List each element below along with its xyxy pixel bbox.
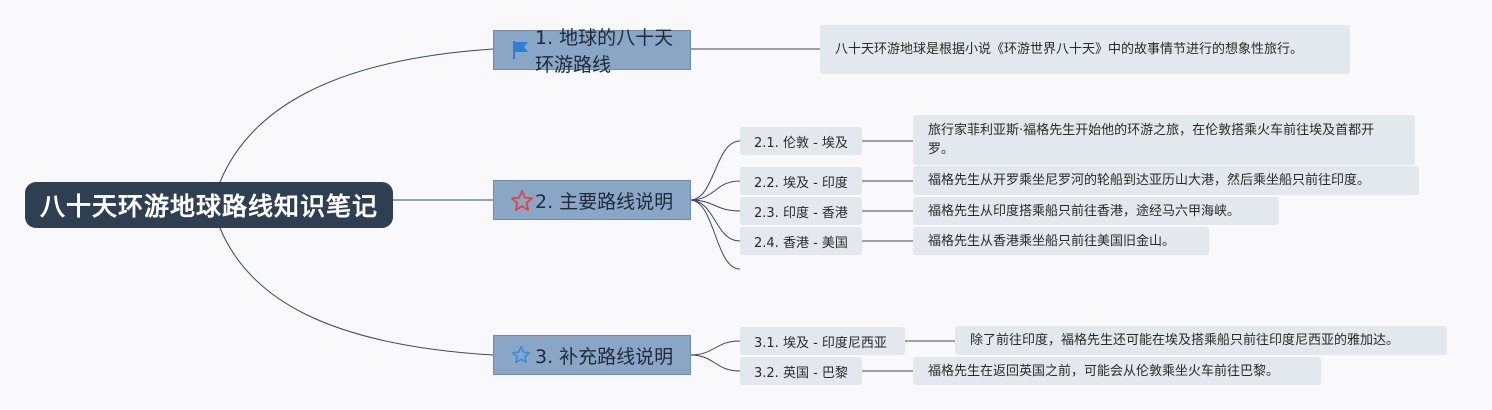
subtopic-2-3-note-text: 福格先生从印度搭乘船只前往香港，途经马六甲海峡。 [928, 203, 1241, 219]
connector-topic2-sub21 [689, 140, 741, 201]
subtopic-2-2-note[interactable]: 福格先生从开罗乘坐尼罗河的轮船到达亚历山大港，然后乘坐船只前往印度。 [913, 166, 1419, 195]
subtopic-3-2-note[interactable]: 福格先生在返回英国之前，可能会从伦敦乘坐火车前往巴黎。 [913, 357, 1321, 385]
topic-1-note[interactable]: 八十天环游地球是根据小说《环游世界八十天》中的故事情节进行的想象性旅行。 [820, 25, 1350, 74]
subtopic-2-2[interactable]: 2.2. 埃及 - 印度 [740, 167, 862, 195]
topic-1-label: 1. 地球的八十天环游路线 [535, 27, 674, 76]
subtopic-3-2-note-text: 福格先生在返回英国之前，可能会从伦敦乘坐火车前往巴黎。 [928, 363, 1280, 379]
connector-topic2-tail [689, 199, 741, 270]
subtopic-3-1-label: 3.1. 埃及 - 印度尼西亚 [754, 335, 887, 351]
subtopic-2-1-label: 2.1. 伦敦 - 埃及 [754, 135, 848, 151]
subtopic-3-1-note[interactable]: 除了前往印度，福格先生还可能在埃及搭乘船只前往印度尼西亚的雅加达。 [955, 326, 1447, 355]
star-outline-blue-icon [510, 344, 532, 366]
connector-topic3-sub32 [689, 354, 741, 372]
subtopic-3-1[interactable]: 3.1. 埃及 - 印度尼西亚 [740, 327, 905, 355]
connector-topic2-sub22 [689, 180, 741, 201]
root-topic[interactable]: 八十天环游地球路线知识笔记 [25, 182, 393, 228]
subtopic-3-2-label: 3.2. 英国 - 巴黎 [754, 365, 848, 381]
topic-1-note-text: 八十天环游地球是根据小说《环游世界八十天》中的故事情节进行的想象性旅行。 [835, 42, 1304, 57]
subtopic-2-4-label: 2.4. 香港 - 美国 [754, 235, 848, 251]
subtopic-3-1-note-text: 除了前往印度，福格先生还可能在埃及搭乘船只前往印度尼西亚的雅加达。 [970, 333, 1400, 348]
subtopic-2-3[interactable]: 2.3. 印度 - 香港 [740, 197, 862, 225]
topic-3-label: 3. 补充路线说明 [535, 345, 674, 368]
subtopic-2-1-note-text: 旅行家菲利亚斯·福格先生开始他的环游之旅，在伦敦搭乘火车前往埃及首都开罗。 [928, 123, 1375, 157]
subtopic-2-2-note-text: 福格先生从开罗乘坐尼罗河的轮船到达亚历山大港，然后乘坐船只前往印度。 [928, 173, 1371, 188]
subtopic-2-4-note[interactable]: 福格先生从香港乘坐船只前往美国旧金山。 [913, 227, 1209, 255]
subtopic-2-3-note[interactable]: 福格先生从印度搭乘船只前往香港，途经马六甲海峡。 [913, 197, 1279, 225]
subtopic-2-4-note-text: 福格先生从香港乘坐船只前往美国旧金山。 [928, 233, 1176, 249]
topic-3[interactable]: 3. 补充路线说明 [493, 335, 691, 375]
subtopic-2-1-note[interactable]: 旅行家菲利亚斯·福格先生开始他的环游之旅，在伦敦搭乘火车前往埃及首都开罗。 [913, 115, 1415, 165]
subtopic-2-4[interactable]: 2.4. 香港 - 美国 [740, 227, 862, 255]
connector-root-topic3 [219, 227, 494, 356]
subtopic-2-2-label: 2.2. 埃及 - 印度 [754, 175, 848, 191]
subtopic-2-3-label: 2.3. 印度 - 香港 [754, 205, 848, 221]
connector-root-topic1 [219, 48, 494, 183]
star-outline-red-icon [510, 189, 533, 211]
topic-2[interactable]: 2. 主要路线说明 [493, 180, 691, 220]
subtopic-3-2[interactable]: 3.2. 英国 - 巴黎 [740, 357, 862, 385]
connector-topic3-sub31 [689, 340, 741, 356]
topic-1[interactable]: 1. 地球的八十天环游路线 [493, 27, 691, 76]
subtopic-2-1[interactable]: 2.1. 伦敦 - 埃及 [740, 127, 862, 155]
connector-topic2-sub24 [689, 199, 741, 242]
flag-icon [510, 39, 532, 61]
topic-2-label: 2. 主要路线说明 [535, 190, 674, 213]
